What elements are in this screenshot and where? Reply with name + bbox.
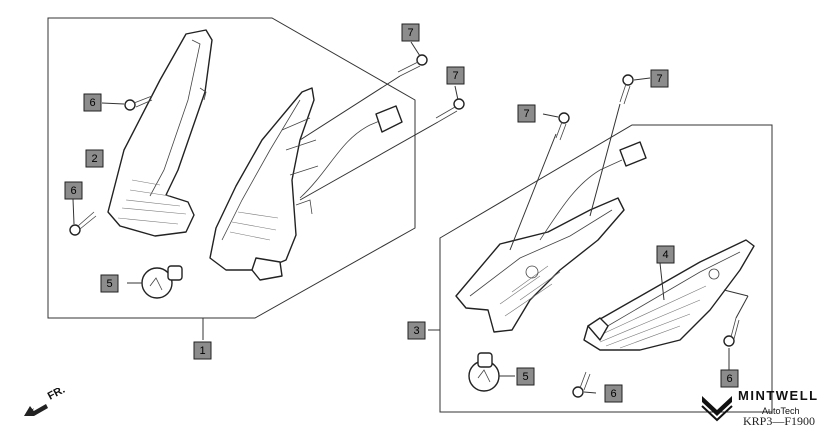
callout-6-right-edge-label: 6: [726, 373, 732, 385]
callout-7-left-b: 7: [446, 66, 465, 85]
right-screw-6-b: [723, 317, 740, 347]
right-bulb: [468, 352, 500, 392]
callout-6-left-top: 6: [83, 93, 102, 112]
left-housing: [209, 87, 403, 281]
callout-6-right-bottom-label: 6: [610, 388, 616, 400]
right-assembly-outline: [439, 124, 773, 413]
callout-7-right-a-label: 7: [523, 108, 529, 120]
callout-2: 2: [85, 149, 104, 168]
callout-3-label: 3: [413, 325, 419, 337]
left-bulb: [141, 265, 183, 299]
callout-7-left-a: 7: [401, 23, 420, 42]
callout-2-label: 2: [91, 153, 97, 165]
left-lens: [107, 29, 213, 237]
callout-1-label: 1: [199, 345, 205, 357]
right-screw-7-b: [619, 74, 634, 105]
callout-6-left-top-label: 6: [89, 97, 95, 109]
right-lens: [583, 239, 755, 351]
callout-4: 4: [656, 245, 675, 264]
right-housing: [455, 141, 647, 333]
right-screw-7-a: [555, 112, 570, 141]
callout-6-left-bottom-label: 6: [70, 185, 76, 197]
callout-7-right-b: 7: [650, 69, 669, 88]
brand-logo-icon: [701, 396, 733, 422]
brand-watermark: MINTWELL AutoTech: [700, 388, 830, 428]
callout-3: 3: [407, 321, 426, 340]
callout-6-left-bottom: 6: [64, 181, 83, 200]
right-screw-6-a: [572, 371, 591, 398]
brand-name: MINTWELL: [738, 388, 819, 403]
callout-1: 1: [193, 341, 212, 360]
callout-4-label: 4: [662, 249, 668, 261]
left-screw-7-a: [397, 54, 428, 77]
callout-7-right-b-label: 7: [656, 73, 662, 85]
callout-6-right-edge: 6: [720, 369, 739, 388]
callout-7-right-a: 7: [517, 104, 536, 123]
diagram-code: KRP3—F1900: [743, 414, 816, 428]
callout-7-left-a-label: 7: [407, 27, 413, 39]
callout-5-left: 5: [100, 274, 119, 293]
left-screw-6-bottom: [69, 211, 97, 236]
front-direction-arrow-icon: FR.: [24, 388, 67, 416]
left-assembly-outline: [47, 17, 416, 319]
callout-5-right-label: 5: [522, 371, 528, 383]
brand-subtitle: AutoTech: [762, 406, 800, 416]
left-screw-6-top: [124, 95, 153, 111]
callout-7-left-b-label: 7: [452, 70, 458, 82]
callout-5-right: 5: [516, 367, 535, 386]
callout-6-right-bottom: 6: [604, 384, 623, 403]
front-direction-label: FR.: [46, 388, 67, 403]
callout-5-left-label: 5: [106, 278, 112, 290]
left-screw-7-b: [435, 98, 465, 123]
